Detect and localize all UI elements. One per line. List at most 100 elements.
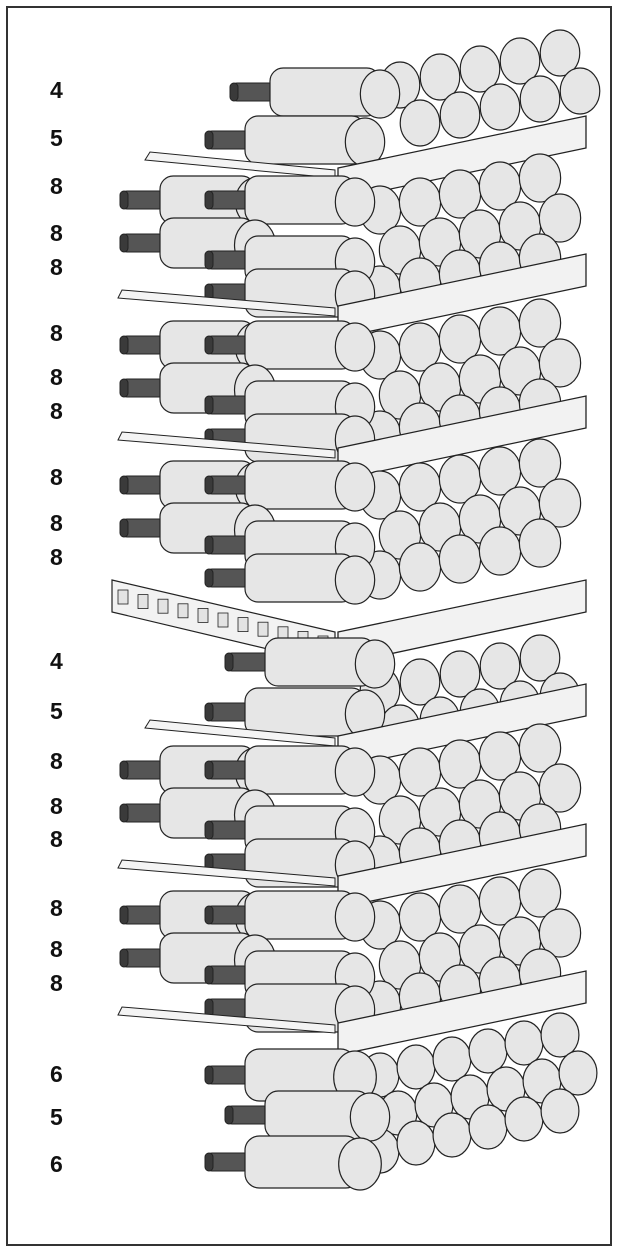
bottle-end: [540, 1088, 580, 1134]
bottle-base: [334, 322, 376, 372]
bottle-cap: [119, 233, 129, 253]
shelf-rail: [144, 151, 336, 179]
bottle-end: [504, 1020, 544, 1066]
shelf-layer: [117, 153, 587, 339]
bottle-cap: [204, 395, 214, 415]
bottle-cap: [119, 378, 129, 398]
count-label: 6: [50, 1151, 63, 1177]
bottle: [204, 175, 376, 227]
bottle-base: [334, 555, 376, 605]
count-label: 8: [50, 895, 63, 921]
count-label: 6: [50, 1061, 63, 1087]
bottle: [204, 320, 376, 372]
bottle-cap: [204, 190, 214, 210]
bottle-cap: [204, 905, 214, 925]
bottle-end: [518, 298, 562, 348]
tray-slot: [197, 608, 209, 623]
bottle-end: [539, 29, 581, 77]
bottle-end: [519, 75, 561, 123]
tray-slot: [117, 589, 129, 605]
count-label: 8: [50, 544, 63, 570]
bottle: [204, 687, 386, 739]
shelf-rail: [117, 289, 336, 317]
bottle: [204, 115, 386, 167]
bottle-end: [538, 193, 582, 243]
bottle-end: [519, 634, 561, 682]
bottle-end: [518, 438, 562, 488]
bottle: [204, 553, 376, 605]
bottle-cap: [119, 760, 129, 780]
bottle-cap: [204, 250, 214, 270]
shelf-layer: [117, 298, 587, 481]
bottle-end: [559, 67, 601, 115]
bottle-cap: [204, 475, 214, 495]
shelf-rail: [117, 1006, 336, 1034]
shelf-layer: [117, 723, 587, 909]
bottle-base: [338, 1137, 382, 1191]
bottle-end: [479, 83, 521, 131]
bottle-cap: [119, 948, 129, 968]
bottle: [224, 1090, 391, 1142]
bottle-cap: [119, 803, 129, 823]
bottle-base: [334, 177, 376, 227]
bottle-cap: [204, 335, 214, 355]
bottle-cap: [204, 702, 214, 722]
bottle: [204, 890, 376, 942]
bottle-end: [538, 338, 582, 388]
floor-stack: [204, 1012, 598, 1191]
bottle-end: [518, 723, 562, 773]
bottle-end: [398, 542, 442, 592]
bottle: [204, 460, 376, 512]
bottle-cap: [204, 760, 214, 780]
count-label: 8: [50, 320, 63, 346]
count-label: 4: [50, 77, 63, 103]
bottle-end: [558, 1050, 598, 1096]
shelf-layer: [119, 438, 582, 605]
bottle-end: [396, 1044, 436, 1090]
bottle-end: [439, 91, 481, 139]
bottle-base: [359, 69, 401, 119]
count-label: 5: [50, 1104, 63, 1130]
shelf-rail: [144, 719, 336, 747]
bottle-cap: [119, 518, 129, 538]
count-label: 4: [50, 648, 63, 674]
bottle-cap: [204, 1065, 214, 1085]
count-label: 8: [50, 510, 63, 536]
bottle: [204, 745, 376, 797]
bottle-end: [468, 1028, 508, 1074]
bottle-base: [354, 639, 396, 689]
bottle-end: [459, 45, 501, 93]
bottle-base: [349, 1092, 391, 1142]
bottle-cap: [119, 905, 129, 925]
count-label: 8: [50, 826, 63, 852]
bottle-end: [439, 650, 481, 698]
bottle-cap: [119, 475, 129, 495]
tray-slot: [257, 621, 269, 637]
top-section: [144, 29, 601, 201]
shelf-layer: [117, 868, 587, 1056]
count-label: 8: [50, 748, 63, 774]
bottle-cap: [224, 1105, 234, 1125]
bottle-cap: [204, 965, 214, 985]
bottle: [204, 1135, 382, 1191]
bottle: [204, 1048, 377, 1104]
bottle-end: [518, 868, 562, 918]
bottle-end: [538, 763, 582, 813]
bottle-cap: [119, 335, 129, 355]
count-label: 8: [50, 398, 63, 424]
bottle-end: [419, 53, 461, 101]
bottle-end: [399, 99, 441, 147]
count-label: 8: [50, 793, 63, 819]
bottle-cap: [119, 190, 129, 210]
bottle-end: [518, 518, 562, 568]
bottle-end: [540, 1012, 580, 1058]
bottle: [224, 637, 396, 689]
bottle-cap: [224, 652, 234, 672]
bottle: [229, 67, 401, 119]
count-label: 5: [50, 698, 63, 724]
bottle-end: [538, 908, 582, 958]
bottle-end: [479, 642, 521, 690]
bottle-base: [334, 892, 376, 942]
bottle-count-labels: 4 5 8 8 8 8 8 8 8 8 8 4 5 8 8 8 8 8 8 6 …: [0, 0, 100, 1256]
